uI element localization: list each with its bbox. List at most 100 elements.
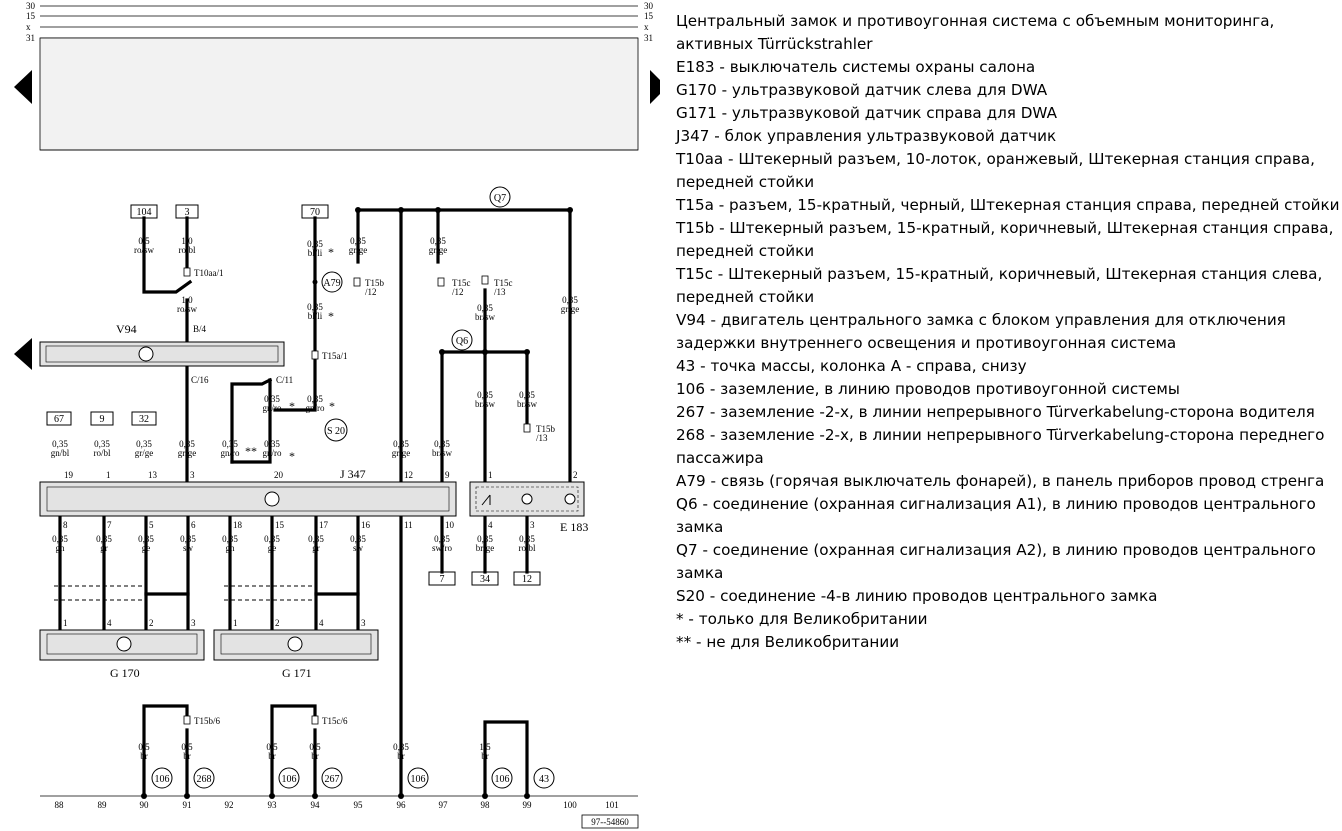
- rail-label-x: x: [26, 22, 31, 32]
- ground-267: 267: [325, 774, 340, 785]
- g170-label: G 170: [110, 666, 140, 680]
- ground-106: 106: [495, 774, 510, 785]
- svg-text:20: 20: [274, 470, 284, 480]
- node-q6: Q6: [456, 336, 468, 347]
- asterisks: * * * * * **: [245, 245, 335, 463]
- svg-text:18: 18: [233, 520, 243, 530]
- svg-text:90: 90: [140, 800, 150, 810]
- ground-points: 106 268 106 267 106 106 43: [151, 767, 555, 789]
- svg-text:5: 5: [149, 520, 154, 530]
- legend-line: T15a - разъем, 15-кратный, черный, Штеке…: [676, 196, 1340, 214]
- conn-v94-c16: C/16: [191, 375, 209, 385]
- legend-line: V94 - двигатель центрального замка с бло…: [676, 311, 1286, 329]
- svg-text:13: 13: [148, 470, 158, 480]
- legend-line: T15b - Штекерный разъем, 15-кратный, кор…: [676, 219, 1334, 237]
- rail-label-15: 15: [26, 11, 36, 21]
- e183-switch-icon: [481, 494, 491, 506]
- next-page-arrow-icon[interactable]: [650, 70, 660, 104]
- conn-t15c12: T15c/12: [452, 278, 471, 297]
- svg-text:97: 97: [439, 800, 449, 810]
- g170-sensor-icon: [116, 636, 132, 652]
- svg-text:88: 88: [55, 800, 65, 810]
- legend-line: замка: [676, 518, 724, 536]
- legend-line: 43 - точка массы, колонка A - справа, сн…: [676, 357, 1027, 375]
- conn-t15b6: T15b/6: [194, 716, 220, 726]
- previous-page-arrow-icon[interactable]: [14, 70, 32, 104]
- svg-text:4: 4: [107, 618, 112, 628]
- svg-text:3: 3: [530, 520, 535, 530]
- svg-text:15: 15: [275, 520, 285, 530]
- rail-label-x-right: x: [644, 22, 649, 32]
- ref-box-7: 7: [440, 574, 445, 585]
- v94-component: [39, 341, 285, 367]
- legend-line: ** - не для Великобритании: [676, 633, 900, 651]
- svg-text:1: 1: [233, 618, 238, 628]
- svg-text:3: 3: [191, 618, 196, 628]
- svg-text:1: 1: [106, 470, 111, 480]
- legend-line: 267 - заземление -2-х, в линии непрерывн…: [676, 403, 1315, 421]
- svg-text:99: 99: [523, 800, 533, 810]
- ref-box-34: 34: [480, 574, 490, 585]
- legend-line: передней стойки: [676, 173, 815, 191]
- legend-line: S20 - соединение -4-в линию проводов цен…: [676, 587, 1158, 605]
- ref-box-3: 3: [185, 207, 190, 218]
- connector-labels-multiline: T15b/12 T15c/12 T15c/13 T15b/13: [365, 278, 555, 443]
- node-s20: S 20: [327, 426, 345, 437]
- legend-line: 268 - заземление -2-х, в линии непрерывн…: [676, 426, 1325, 444]
- svg-text:9: 9: [445, 470, 450, 480]
- grey-panel: [39, 37, 639, 151]
- legend-panel: Центральный замок и противоугонная систе…: [676, 10, 1340, 654]
- bottom-reference-boxes: 7 34 12: [428, 571, 541, 586]
- legend-line: T10aa - Штекерный разъем, 10-лоток, оран…: [676, 150, 1315, 168]
- supply-rails: [40, 5, 638, 39]
- reference-code-box: [581, 814, 639, 829]
- legend-line: Центральный замок и противоугонная систе…: [676, 12, 1275, 30]
- legend-line: G171 - ультразвуковой датчик справа для …: [676, 104, 1058, 122]
- legend-line: G170 - ультразвуковой датчик слева для D…: [676, 81, 1048, 99]
- legend-line: A79 - связь (горячая выключатель фонарей…: [676, 472, 1325, 490]
- svg-text:89: 89: [98, 800, 108, 810]
- legend-line: E183 - выключатель системы охраны салона: [676, 58, 1036, 76]
- legend-line: 106 - заземление, в линию проводов проти…: [676, 380, 1180, 398]
- svg-text:6: 6: [191, 520, 196, 530]
- e183-lamp-icon: [521, 493, 533, 505]
- svg-text:2: 2: [275, 618, 280, 628]
- svg-text:17: 17: [319, 520, 329, 530]
- svg-text:4: 4: [488, 520, 493, 530]
- legend-line: активных Türrückstrahler: [676, 35, 873, 53]
- node-a79: A79: [323, 278, 340, 289]
- bottom-axis-numbers: 88 89 90 91 92 93 94 95 96 97 98 99 100 …: [55, 800, 619, 810]
- v94-continuation-arrow-icon: [14, 338, 32, 370]
- svg-text:1: 1: [63, 618, 68, 628]
- ground-106: 106: [411, 774, 426, 785]
- rail-label-31-right: 31: [644, 33, 653, 43]
- svg-text:2: 2: [149, 618, 154, 628]
- svg-text:8: 8: [63, 520, 68, 530]
- svg-text:91: 91: [183, 800, 192, 810]
- svg-text:*: *: [328, 245, 334, 259]
- legend-line: J347 - блок управления ультразвуковой да…: [676, 127, 1057, 145]
- svg-text:2: 2: [573, 470, 578, 480]
- ref-box-32: 32: [139, 414, 149, 425]
- connector-labels: T10aa/1 B/4 C/16 C/11 T15a/1 T15b/6 T15c…: [191, 268, 348, 726]
- connection-nodes: A79 Q6 Q7 S 20: [321, 186, 511, 442]
- v94-label: V94: [116, 322, 137, 336]
- g171-sensor-icon: [287, 636, 303, 652]
- rail-label-30: 30: [26, 1, 36, 11]
- svg-text:3: 3: [190, 470, 195, 480]
